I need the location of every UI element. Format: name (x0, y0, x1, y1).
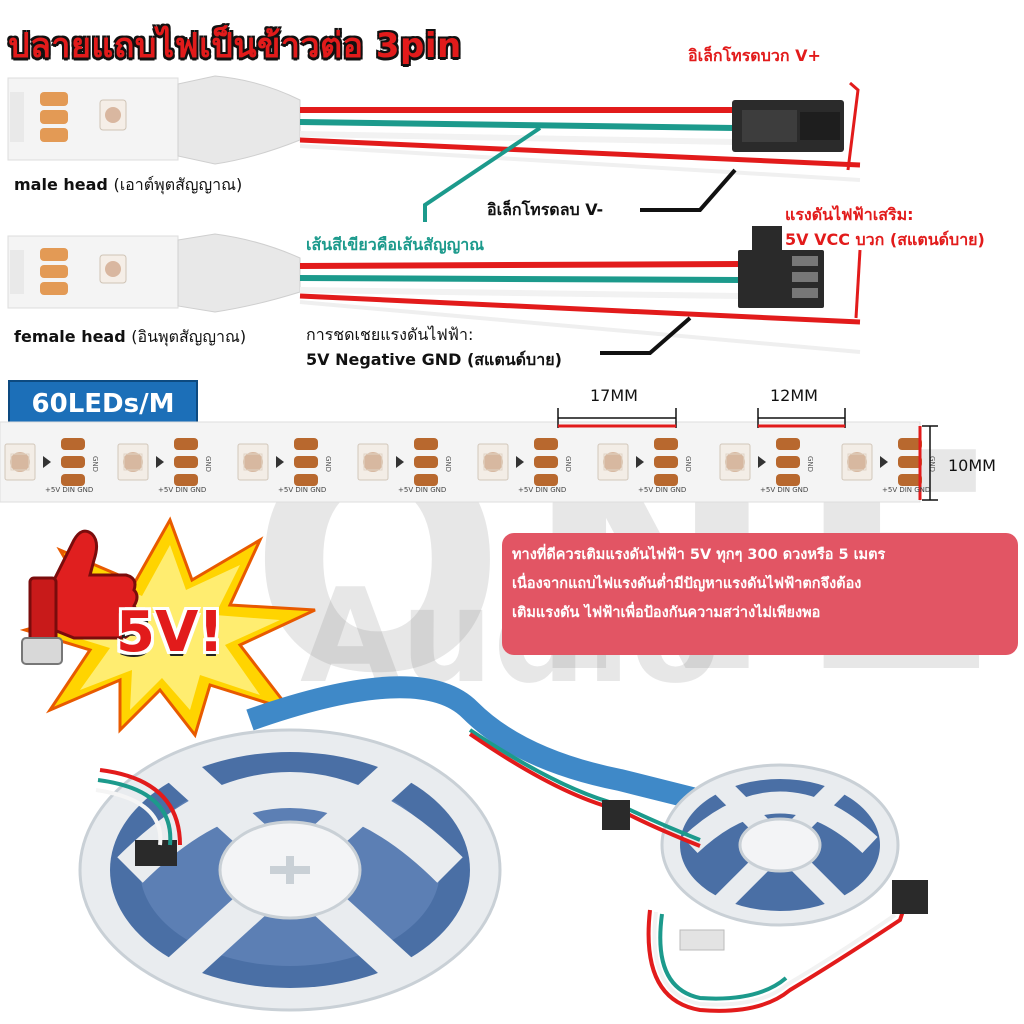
pad-label: +5V DIN GND (638, 486, 686, 494)
page-title: ปลายแถบไฟเป็นข้าวต่อ 3pin (8, 26, 462, 66)
compensation-label-2: 5V Negative GND (สแตนด์บาย) (306, 350, 562, 369)
pad-label: +5V DIN GND (45, 486, 93, 494)
width-dimension: 10MM (948, 456, 996, 475)
female-head-label: female head (อินพุตสัญญาณ) (14, 325, 246, 350)
info-line-1: ทางที่ดีควรเติมแรงดันไฟฟ้า 5V ทุกๆ 300 ด… (512, 547, 886, 563)
female-strip-segment (7, 235, 179, 309)
pad-label: +5V DIN GND (518, 486, 566, 494)
male-head-thai: (เอาต์พุตสัญญาณ) (113, 175, 243, 194)
burst-text: 5V! (116, 600, 224, 665)
info-line-3: เติมแรงดัน ไฟฟ้าเพื่อป้องกันความสว่างไม่… (512, 605, 821, 621)
pad-label: +5V DIN GND (760, 486, 808, 494)
info-line-2: เนื่องจากแถบไฟแรงดันต่ำมีปัญหาแรงดันไฟฟ้… (512, 576, 862, 592)
aux-power-label-2: 5V VCC บวก (สแตนด์บาย) (785, 230, 985, 249)
pad-label: +5V DIN GND (158, 486, 206, 494)
female-head-text: female head (14, 327, 126, 346)
pitch-dimension: 17MM (590, 386, 638, 405)
led-strip: GND +5V DIN GND+5V DIN GND+5V DIN GND+5V… (0, 408, 938, 503)
info-box: ทางที่ดีควรเติมแรงดันไฟฟ้า 5V ทุกๆ 300 ด… (502, 533, 1018, 655)
pad-label: +5V DIN GND (278, 486, 326, 494)
thumbs-up-icon (21, 529, 139, 665)
pad-label: +5V DIN GND (398, 486, 446, 494)
aux-power-label-1: แรงดันไฟฟ้าเสริม: (785, 205, 914, 224)
v-minus-label: อิเล็กโทรดลบ V- (487, 200, 604, 219)
female-head-thai: (อินพุตสัญญาณ) (131, 327, 247, 346)
connector-diagram (7, 75, 862, 355)
green-signal-label: เส้นสีเขียวคือเส้นสัญญาณ (306, 235, 485, 254)
male-strip-segment (7, 77, 179, 161)
v-plus-label: อิเล็กโทรดบวก V+ (688, 46, 821, 65)
male-head-text: male head (14, 175, 108, 194)
compensation-label-1: การชดเชยแรงดันไฟฟ้า: (306, 325, 474, 344)
reel-illustration (78, 676, 928, 1013)
male-head-label: male head (เอาต์พุตสัญญาณ) (14, 173, 242, 198)
pad-dimension: 12MM (770, 386, 818, 405)
pad-label: +5V DIN GND (882, 486, 930, 494)
